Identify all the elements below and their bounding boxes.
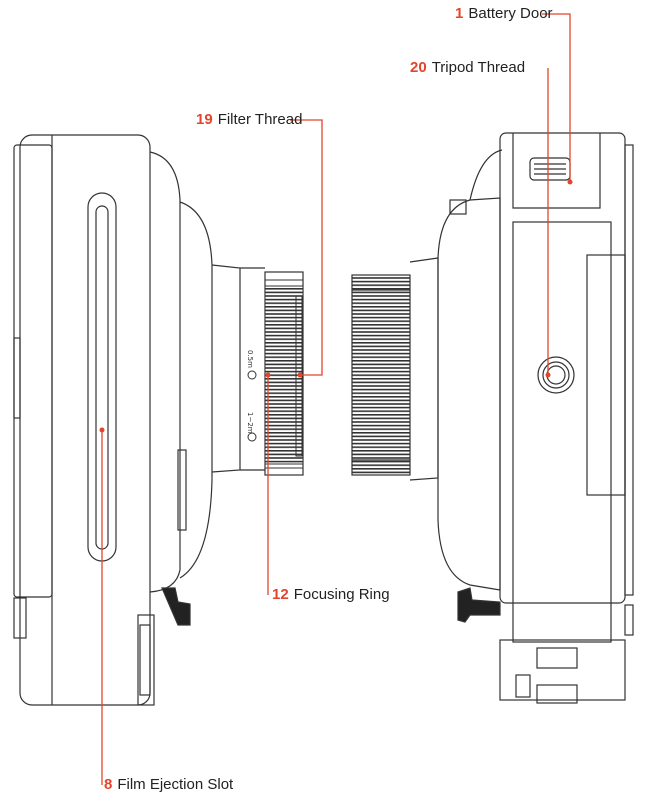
callout-label: Tripod Thread [431, 59, 526, 76]
callout-label: Battery Door [468, 5, 553, 22]
callout-label: Film Ejection Slot [117, 776, 234, 793]
callout-dots [99, 179, 573, 433]
callout-number: 19 [196, 111, 213, 128]
callout-number: 1 [455, 5, 464, 22]
near-distance-label: 0.5m [246, 350, 254, 368]
far-distance-label: 1~2m [246, 412, 254, 434]
callout-label: Focusing Ring [293, 586, 390, 603]
callout-number: 20 [410, 59, 427, 76]
left-camera-drawing [13, 134, 265, 706]
left-focusing-ring [264, 271, 304, 476]
filter-thread-leader [290, 119, 323, 376]
callout-number: 8 [104, 776, 113, 793]
battery-door-leader [542, 13, 571, 182]
right-camera-drawing [351, 132, 634, 704]
callout-label: Filter Thread [217, 111, 303, 128]
callout-leader-lines [101, 13, 571, 785]
callout-number: 12 [272, 586, 289, 603]
lens-distance-markings: 0.5m 1~2m [246, 350, 257, 442]
